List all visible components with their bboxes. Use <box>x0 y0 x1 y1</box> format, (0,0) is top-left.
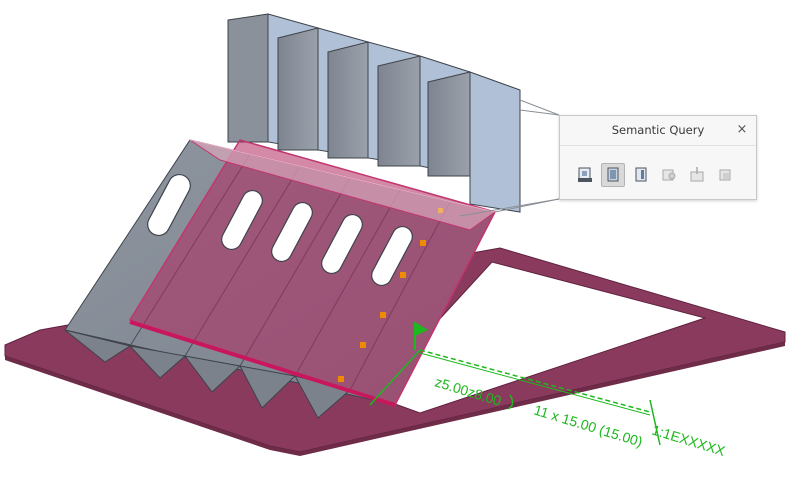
query-part-button[interactable] <box>573 163 597 187</box>
query-point-button <box>685 163 709 187</box>
query-face-button[interactable] <box>601 163 625 187</box>
query-toolbar <box>573 163 737 191</box>
query-body-button <box>713 163 737 187</box>
query-point-icon <box>690 167 704 182</box>
query-part-icon <box>578 167 592 182</box>
semantic-query-dialog: Semantic Query × <box>559 115 757 200</box>
weld-markers[interactable] <box>338 208 443 382</box>
query-edge-icon <box>635 167 647 182</box>
dialog-title: Semantic Query <box>611 123 705 137</box>
dialog-leader-lines <box>459 99 560 217</box>
query-surface-button <box>657 163 681 187</box>
upper-fins[interactable] <box>227 13 521 213</box>
query-body-icon <box>719 169 731 181</box>
plate-slots <box>221 189 413 287</box>
selected-face[interactable] <box>128 139 497 407</box>
query-face-icon <box>607 167 619 182</box>
lower-fins[interactable] <box>64 329 352 419</box>
close-button[interactable]: × <box>736 122 748 137</box>
query-surface-icon <box>662 169 676 181</box>
weld-ref-label: 1:1EXXXXX <box>650 422 728 460</box>
query-edge-button[interactable] <box>629 163 653 187</box>
title-divider <box>560 145 756 146</box>
